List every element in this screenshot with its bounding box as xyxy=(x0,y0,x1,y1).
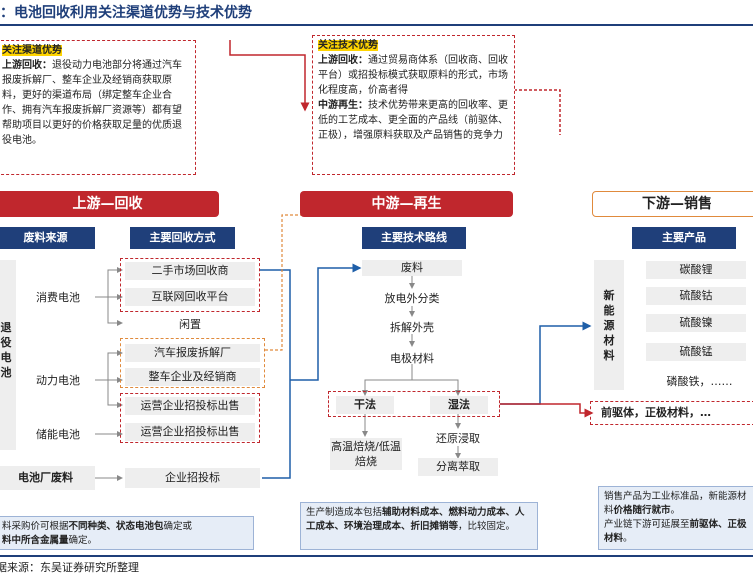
channel-advantage-heading: 关注渠道优势 xyxy=(2,45,62,56)
midstream-label: 中游再生： xyxy=(318,100,368,111)
product-iron-phosphate: 磷酸铁，…… xyxy=(666,375,733,388)
stage-downstream: 下游—销售 xyxy=(592,191,753,217)
process-waste: 废料 xyxy=(362,260,462,276)
stage-midstream: 中游—再生 xyxy=(300,191,513,217)
bn-left-b: 不同种类、状态电池包 xyxy=(68,521,164,532)
bottom-note-midstream: 生产制造成本包括辅助材料成本、燃料动力成本、人工成本、环境治理成本、折旧摊销等，… xyxy=(300,502,538,550)
retired-char-3: 电 xyxy=(0,351,12,364)
product-lithium-carbonate: 碳酸锂 xyxy=(646,261,746,279)
page-title: ：电池回收利用关注渠道优势与技术优势 xyxy=(0,5,252,21)
process-wet: 湿法 xyxy=(430,396,488,414)
process-electrode: 电极材料 xyxy=(390,352,434,365)
nem-char-2: 能 xyxy=(603,304,615,317)
product-cobalt-sulfate: 硫酸钴 xyxy=(646,287,746,305)
upstream-label: 上游回收： xyxy=(2,60,52,71)
nem-char-1: 新 xyxy=(603,289,615,302)
method-internet-platform: 互联网回收平台 xyxy=(125,288,255,306)
source-storage-battery: 储能电池 xyxy=(36,428,80,441)
nem-char-5: 料 xyxy=(603,349,615,362)
process-discharge: 放电外分类 xyxy=(384,292,440,305)
process-extract: 分离萃取 xyxy=(418,458,498,476)
power-channel-group xyxy=(120,338,265,388)
source-power-battery: 动力电池 xyxy=(36,374,80,387)
process-high-low-temp: 高温焙烧/低温焙烧 xyxy=(330,438,402,470)
nem-char-3: 源 xyxy=(603,319,615,332)
product-manganese-sulfate: 硫酸锰 xyxy=(646,343,746,361)
dry-wet-group xyxy=(328,391,500,417)
bn-right-e: 产业链下游可延展至 xyxy=(604,519,690,530)
header-main-products: 主要产品 xyxy=(632,227,736,249)
source-attribution: 据来源：东吴证券研究所整理 xyxy=(0,561,139,574)
product-nickel-sulfate: 硫酸镍 xyxy=(646,314,746,332)
bn-right-d: 。 xyxy=(670,505,681,516)
process-dry: 干法 xyxy=(336,396,394,414)
method-enterprise-tender: 企业招投标 xyxy=(125,468,260,488)
bn-right-b: 源材料 xyxy=(604,491,747,516)
source-consumer-battery: 消费电池 xyxy=(36,291,80,304)
header-recycle-method: 主要回收方式 xyxy=(130,227,235,249)
midstream-tech-text: 技术优势带来更高的回收率、更低的工艺成本、更全面的产品线（前驱体、正极），增强原… xyxy=(318,100,508,141)
retired-char-2: 役 xyxy=(0,336,12,349)
method-idle: 闲置 xyxy=(179,318,201,331)
upstream-label-2: 上游回收： xyxy=(318,55,368,66)
bottom-note-upstream: 料采购价可根据不同种类、状态电池包确定或料中所含金属量确定。 xyxy=(0,516,254,550)
nem-char-4: 材 xyxy=(603,334,615,347)
source-factory-waste: 电池厂废料 xyxy=(0,466,95,490)
bn-left-d: 料中所含金属量 xyxy=(2,535,69,546)
bn-left-a: 料采购价可根据 xyxy=(2,521,69,532)
bn-left-e: 确定。 xyxy=(68,535,98,546)
product-precursor-cathode: 前驱体，正极材料，… xyxy=(590,401,753,425)
process-disassemble: 拆解外壳 xyxy=(390,321,434,334)
consumer-channel-group xyxy=(120,258,260,312)
bottom-divider xyxy=(0,555,753,557)
method-scrap-dismantler: 汽车报废拆解厂 xyxy=(125,344,260,362)
process-reduce-leach: 还原浸取 xyxy=(436,432,480,445)
method-operator-tender-1: 运营企业招投标出售 xyxy=(125,397,255,415)
retired-battery-label: 退 役 电 池 xyxy=(0,260,16,450)
retired-char-1: 退 xyxy=(0,321,12,334)
bn-right-g: 。 xyxy=(623,533,633,544)
header-tech-route: 主要技术路线 xyxy=(362,227,466,249)
bn-right-c: 价格随行就市 xyxy=(613,505,671,516)
upstream-tech-text: 通过贸易商体系（回收商、回收平台）或招投标模式获取原料的形式，市场化程度高，价高… xyxy=(318,55,508,96)
header-waste-source: 废料来源 xyxy=(0,227,95,249)
tech-advantage-heading: 关注技术优势 xyxy=(318,40,378,51)
tech-advantage-note: 关注技术优势 上游回收：通过贸易商体系（回收商、回收平台）或招投标模式获取原料的… xyxy=(312,35,515,175)
bn-left-c: 确定或 xyxy=(163,521,193,532)
bn-mid-c: ，比较固定。 xyxy=(458,521,516,532)
bn-mid-b: 辅助材料成本、燃料动力成本、人工成本、环境治理成本、折旧摊销等 xyxy=(306,507,525,532)
channel-advantage-note: 关注渠道优势 上游回收：退役动力电池部分将通过汽车报废拆解厂、整车企业及经销商获… xyxy=(0,40,196,175)
channel-advantage-text: 退役动力电池部分将通过汽车报废拆解厂、整车企业及经销商获取原料，更好的渠道布局（… xyxy=(2,60,182,146)
tender-channel-group xyxy=(120,393,260,443)
method-oem-dealer: 整车企业及经销商 xyxy=(125,368,260,386)
method-operator-tender-2: 运营企业招投标出售 xyxy=(125,423,255,441)
new-energy-materials-label: 新 能 源 材 料 xyxy=(594,260,624,390)
bn-mid-a: 生产制造成本包括 xyxy=(306,507,383,518)
bn-right-f: 前驱体、正极材料 xyxy=(604,519,747,544)
bn-right-a: 销售产品为工业标准品，新能 xyxy=(604,491,728,502)
method-second-hand: 二手市场回收商 xyxy=(125,262,255,280)
retired-char-4: 池 xyxy=(0,366,12,379)
stage-upstream: 上游—回收 xyxy=(0,191,219,217)
title-divider xyxy=(0,24,753,26)
bottom-note-downstream: 销售产品为工业标准品，新能源材料价格随行就市。产业链下游可延展至前驱体、正极材料… xyxy=(598,486,753,550)
